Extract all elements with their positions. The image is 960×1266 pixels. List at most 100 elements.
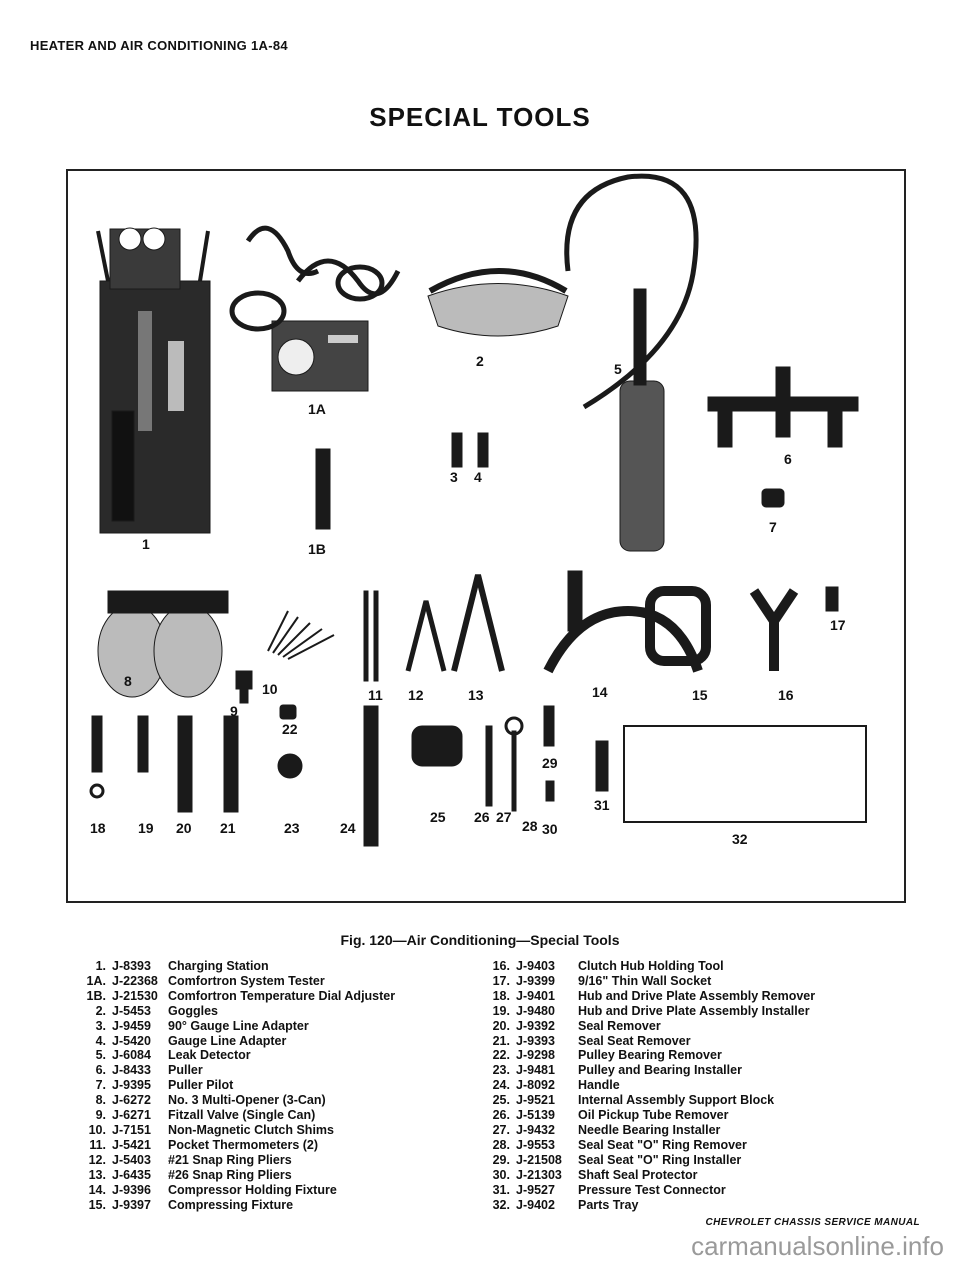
tool-part-number: J-9397	[112, 1197, 151, 1212]
tool-number: 9.	[95, 1108, 106, 1123]
figure-label-22: 22	[282, 721, 298, 737]
tool-number: 21.	[492, 1033, 510, 1048]
tool-description: 90° Gauge Line Adapter	[168, 1018, 309, 1033]
tools-illustration	[89, 173, 867, 847]
tool-description: Parts Tray	[578, 1197, 639, 1212]
puller-pilot-drawing	[761, 488, 785, 508]
tool-31-drawing	[595, 740, 609, 792]
figure-label-6: 6	[784, 451, 792, 467]
tool-number: 8.	[95, 1093, 106, 1108]
figure-label-27: 27	[496, 809, 512, 825]
tool-part-number: J-9403	[516, 959, 555, 973]
page-title: SPECIAL TOOLS	[369, 102, 591, 132]
tool-description: 9/16" Thin Wall Socket	[578, 973, 712, 988]
tool-part-number: J-8092	[516, 1078, 555, 1093]
socket-drawing	[825, 586, 839, 612]
tool-number: 15.	[88, 1197, 106, 1212]
tool-number: 32.	[492, 1197, 510, 1212]
tool-number: 28.	[492, 1137, 510, 1152]
tool-row: 3. J-9459 90° Gauge Line Adapter	[76, 1019, 395, 1034]
tool-description: Gauge Line Adapter	[168, 1033, 287, 1048]
figure-label-25: 25	[430, 809, 446, 825]
figure-label-17: 17	[830, 617, 846, 633]
tool-description: Seal Seat "O" Ring Installer	[578, 1152, 742, 1167]
tool-number: 14.	[88, 1182, 106, 1197]
figure-label-12: 12	[408, 687, 424, 703]
tool-29-drawing	[543, 705, 555, 747]
tool-number: 12.	[88, 1152, 106, 1167]
system-tester-drawing	[229, 225, 401, 392]
pliers-13-drawing	[451, 574, 505, 672]
tool-22-drawing	[279, 704, 297, 720]
tool-number: 23.	[492, 1063, 510, 1078]
tool-part-number: J-9480	[516, 1003, 555, 1018]
tool-description: Pressure Test Connector	[578, 1182, 726, 1197]
figure-label-2: 2	[476, 353, 484, 369]
tool-number: 11.	[89, 1137, 106, 1152]
tool-number: 2.	[95, 1003, 106, 1018]
page-header: HEATER AND AIR CONDITIONING 1A-84	[30, 38, 288, 53]
tool-part-number: J-6272	[112, 1093, 151, 1108]
tool-number: 3.	[95, 1018, 106, 1033]
clutch-shims-drawing	[267, 610, 335, 660]
figure-label-20: 20	[176, 820, 192, 836]
tool-part-number: J-9521	[516, 1093, 555, 1108]
tool-20-drawing	[177, 715, 193, 813]
tool-number: 1B.	[86, 988, 106, 1003]
tool-part-number: J-5453	[112, 1003, 151, 1018]
figure-label-9: 9	[230, 703, 238, 719]
tool-part-number: J-6435	[112, 1167, 151, 1182]
tool-number: 29.	[492, 1152, 510, 1167]
tool-26-drawing	[485, 725, 493, 807]
tool-description: Compressor Holding Fixture	[168, 1182, 337, 1197]
tool-description: Hub and Drive Plate Assembly Installer	[578, 1003, 810, 1018]
tool-row: 31. J-9527 Pressure Test Connector	[484, 1183, 815, 1198]
figure-label-11: 11	[368, 687, 383, 703]
figure-label-28: 28	[522, 818, 538, 834]
tool-number: 20.	[492, 1018, 510, 1033]
figure-label-8: 8	[124, 673, 132, 689]
leak-detector-drawing	[564, 173, 699, 552]
tool-number: 17.	[492, 973, 510, 988]
tool-number: 5.	[95, 1048, 106, 1063]
figure-label-26: 26	[474, 809, 490, 825]
tool-part-number: J-7151	[112, 1122, 151, 1137]
tool-part-number: J-9527	[516, 1182, 555, 1197]
tool-part-number: J-9459	[112, 1018, 151, 1033]
tool-part-number: J-9401	[516, 988, 555, 1003]
multi-opener-drawing	[97, 590, 229, 698]
tool-number: 30.	[492, 1167, 510, 1182]
tool-description: Charging Station	[168, 959, 269, 973]
dial-adjuster-drawing	[315, 448, 331, 530]
tool-number: 6.	[95, 1063, 106, 1078]
tool-part-number: J-5403	[112, 1152, 151, 1167]
tool-number: 22.	[492, 1048, 510, 1063]
tool-description: Comfortron System Tester	[168, 973, 325, 988]
tool-number: 31.	[492, 1182, 510, 1197]
tool-part-number: J-9396	[112, 1182, 151, 1197]
tool-part-number: J-9553	[516, 1137, 555, 1152]
tool-part-number: J-9395	[112, 1078, 151, 1093]
tool-description: Compressing Fixture	[168, 1197, 294, 1212]
tool-part-number: J-8433	[112, 1063, 151, 1078]
tool-description: Leak Detector	[168, 1048, 251, 1063]
figure-label-21: 21	[220, 820, 236, 836]
adapter-4-drawing	[477, 432, 489, 468]
tool-number: 25.	[492, 1093, 510, 1108]
tool-description: #21 Snap Ring Pliers	[168, 1152, 292, 1167]
tool-row: 14. J-9396 Compressor Holding Fixture	[76, 1183, 395, 1198]
